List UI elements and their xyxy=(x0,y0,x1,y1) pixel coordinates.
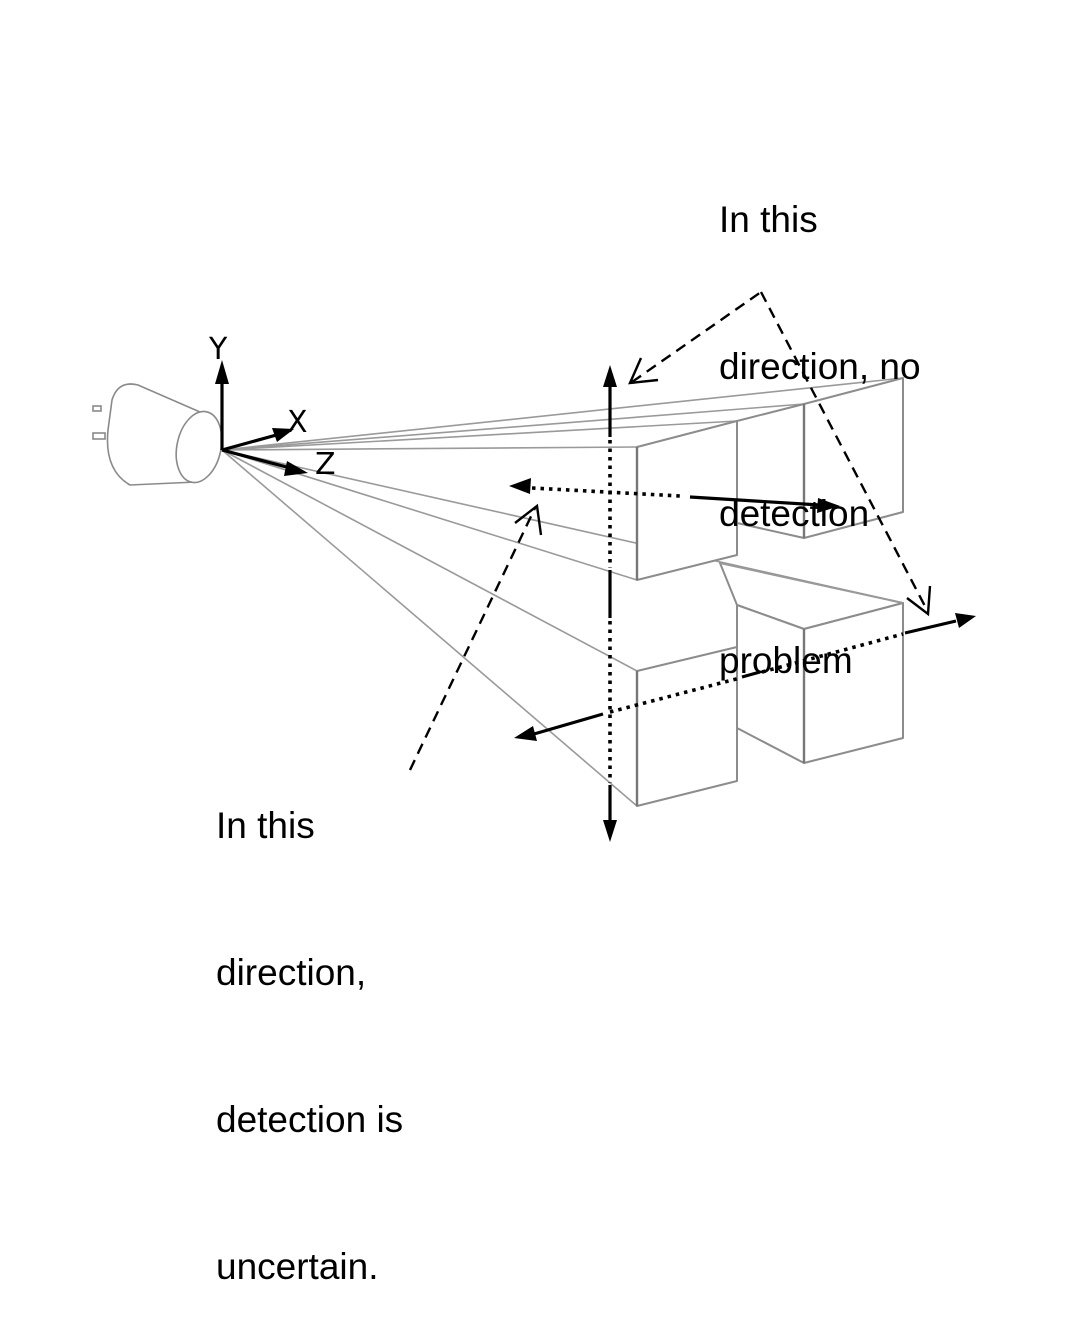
z-axis-arrow xyxy=(221,448,295,471)
x-axis-arrow xyxy=(221,432,281,452)
upper-lateral-arrow xyxy=(509,478,840,513)
upper-front-box xyxy=(635,420,738,581)
down-arrowhead xyxy=(603,820,617,842)
camera-pin-top xyxy=(92,405,102,412)
uncertain-annotation: In this direction, detection is uncertai… xyxy=(216,703,403,1340)
detection-direction-diagram: Y X Z xyxy=(92,291,976,842)
open-arrowhead xyxy=(628,357,659,385)
open-arrowhead xyxy=(514,503,543,536)
annotation-line: direction, xyxy=(216,952,367,993)
right-arrowhead xyxy=(955,613,976,628)
z-axis-label: Z xyxy=(315,447,336,482)
ray xyxy=(221,449,638,807)
no-problem-annotation: In this direction, no detection problem xyxy=(719,97,921,734)
left-arrowhead xyxy=(509,478,531,494)
lower-back-box xyxy=(719,562,904,764)
ray xyxy=(221,420,738,451)
ray xyxy=(221,449,638,672)
annotation-line: In this xyxy=(719,199,818,240)
up-arrowhead xyxy=(603,365,617,387)
vertical-direction-arrow xyxy=(603,365,617,842)
ray xyxy=(221,403,805,451)
camera-lens-face xyxy=(175,410,223,484)
annotation-line: direction, no xyxy=(719,346,921,387)
camera-sensor xyxy=(92,383,223,486)
lower-lateral-arrow xyxy=(514,613,976,741)
right-arrowhead xyxy=(817,498,840,513)
camera-pin-bottom xyxy=(92,432,106,440)
ray xyxy=(221,446,638,451)
y-axis-label: Y xyxy=(208,332,228,367)
coordinate-axes: Y X Z xyxy=(208,332,336,482)
ray xyxy=(221,377,904,451)
open-arrowhead xyxy=(906,585,932,617)
x-axis-arrowhead xyxy=(272,428,294,442)
z-axis-arrowhead xyxy=(284,461,308,476)
annotation-line: detection is xyxy=(216,1099,404,1140)
annotation-line: problem xyxy=(719,640,853,681)
x-axis-label: X xyxy=(287,405,308,440)
annotation-line: In this xyxy=(216,805,315,846)
no-problem-callout-arrows xyxy=(628,291,932,617)
left-arrowhead xyxy=(514,726,537,741)
annotation-line: uncertain. xyxy=(216,1246,379,1287)
annotation-line: detection xyxy=(719,493,870,534)
y-axis-arrowhead xyxy=(215,360,229,384)
uncertain-callout-arrow xyxy=(408,503,543,771)
